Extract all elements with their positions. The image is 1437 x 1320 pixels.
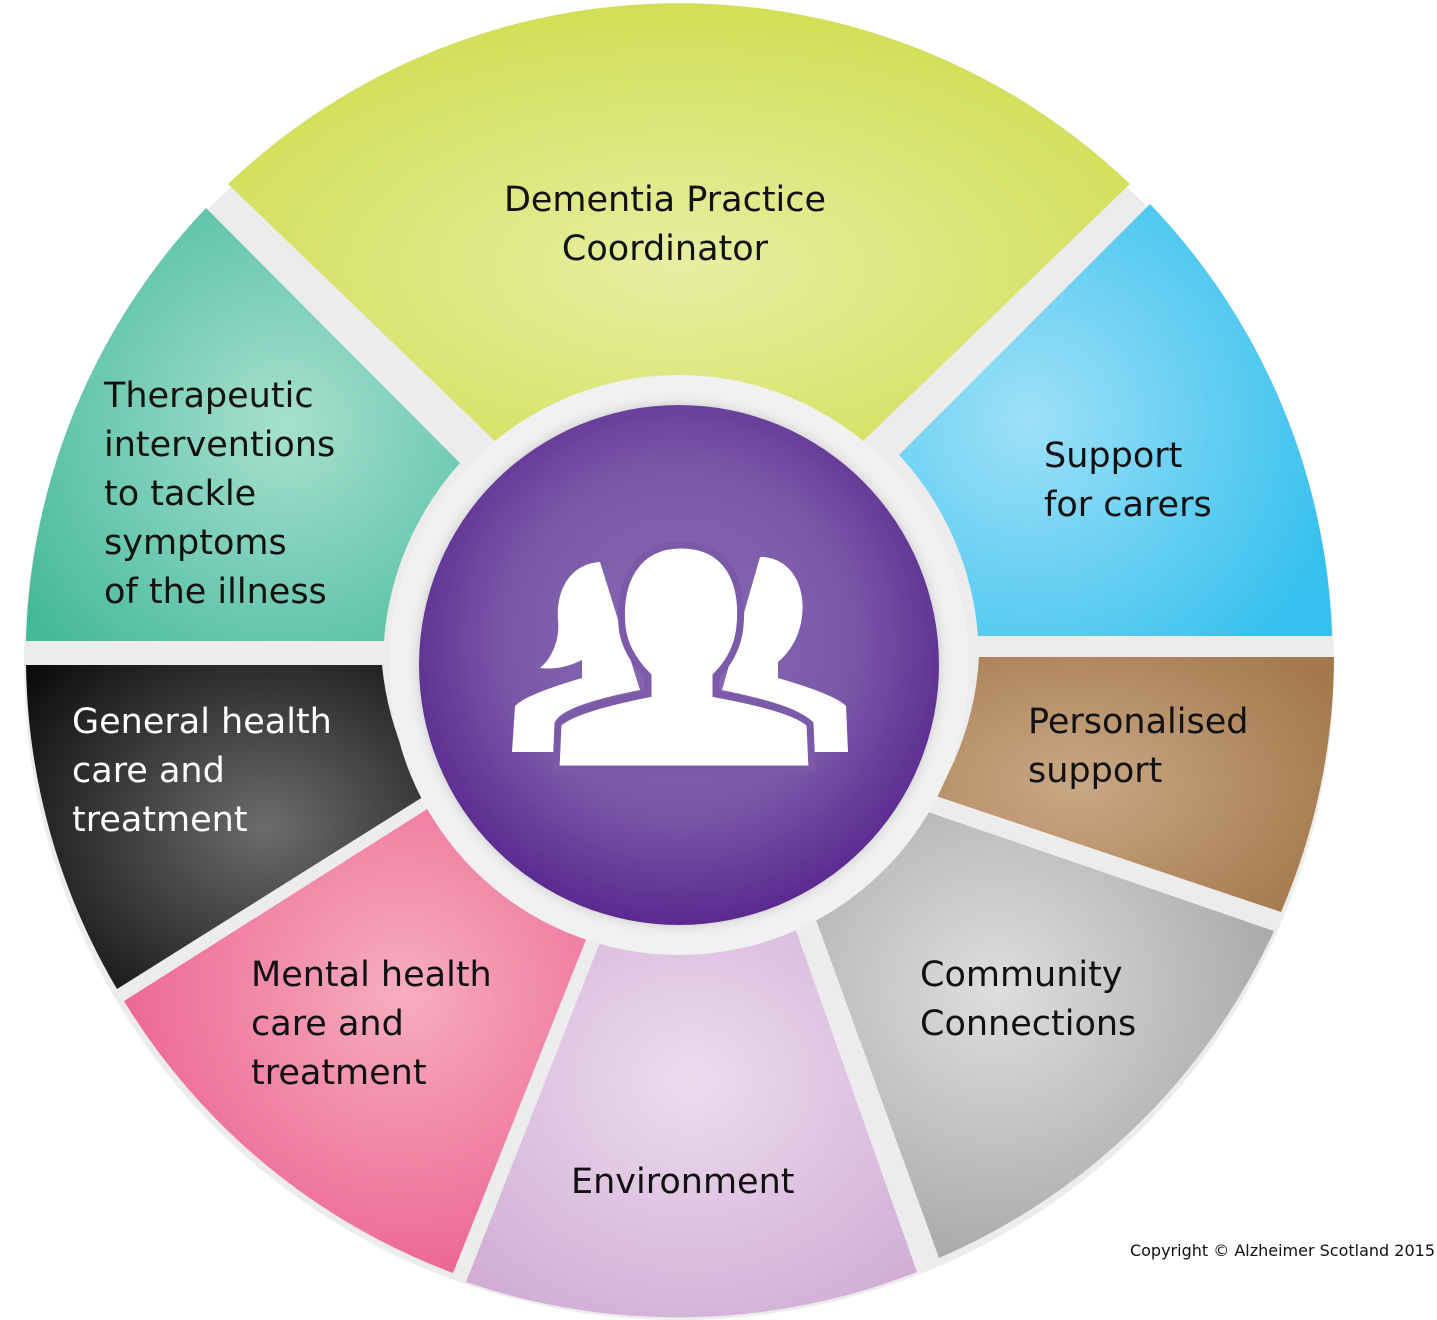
label-line: Coordinator	[561, 229, 769, 269]
segment-support-for-carers	[899, 204, 1332, 636]
label-personalised-support: Personalised support	[1028, 698, 1249, 796]
label-line: treatment	[72, 800, 248, 840]
segment-therapeutic-interventions	[26, 208, 460, 641]
label-line: of the illness	[104, 572, 327, 612]
label-dementia-practice-coordinator: Dementia Practice Coordinator	[470, 176, 860, 274]
label-therapeutic-interventions: Therapeutic interventions to tackle symp…	[104, 372, 335, 617]
segment-mental-health-care	[124, 806, 589, 1273]
label-line: support	[1028, 751, 1163, 791]
segment-dementia-practice-coordinator	[228, 3, 1130, 445]
segment-personalised-support	[936, 657, 1334, 912]
label-line: to tackle	[104, 474, 257, 514]
label-support-for-carers: Support for carers	[1044, 432, 1212, 530]
people-group-icon	[512, 541, 848, 773]
label-line: Personalised	[1028, 702, 1249, 742]
label-line: Dementia Practice	[503, 180, 827, 220]
copyright-notice: Copyright © Alzheimer Scotland 2015	[1129, 1241, 1435, 1260]
label-line: symptoms	[104, 523, 287, 563]
label-mental-health-care: Mental health care and treatment	[251, 951, 492, 1098]
label-line: care and	[72, 751, 225, 791]
label-line: care and	[251, 1004, 404, 1044]
label-line: General health	[72, 702, 332, 742]
label-environment: Environment	[571, 1158, 794, 1207]
segment-general-health-care	[26, 665, 426, 989]
label-line: Environment	[571, 1162, 795, 1202]
label-line: treatment	[251, 1053, 427, 1093]
label-line: Mental health	[251, 955, 492, 995]
label-community-connections: Community Connections	[920, 951, 1136, 1049]
label-line: Support	[1044, 436, 1183, 476]
label-line: Connections	[920, 1004, 1137, 1044]
label-line: Community	[920, 955, 1123, 995]
label-line: Therapeutic	[104, 376, 314, 416]
segment-community-connections	[811, 812, 1274, 1258]
label-line: interventions	[104, 425, 336, 465]
label-line: for carers	[1044, 485, 1212, 525]
label-general-health-care: General health care and treatment	[72, 698, 332, 845]
segment-environment	[466, 922, 917, 1318]
